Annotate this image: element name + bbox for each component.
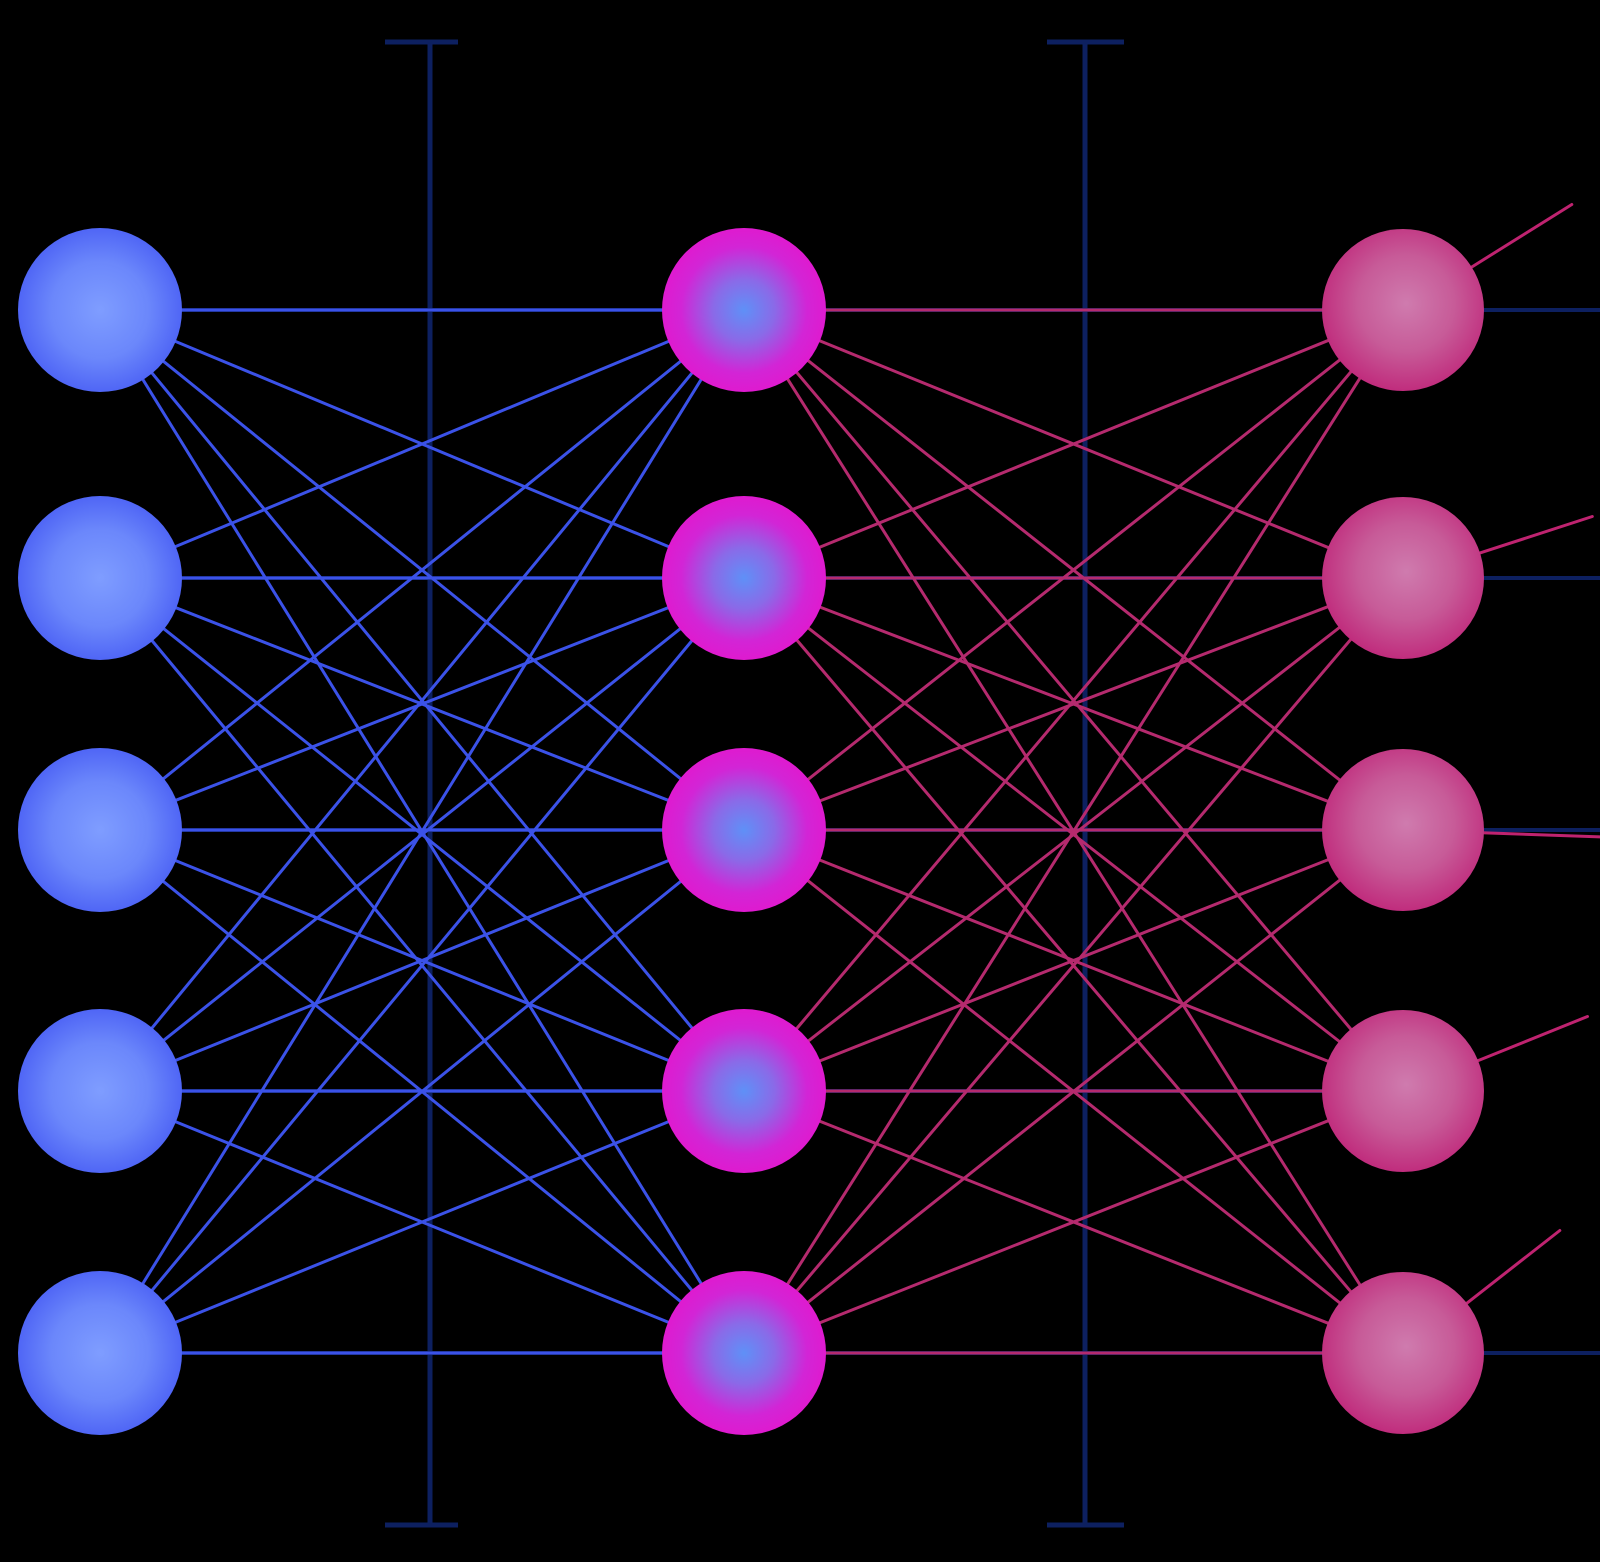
output-stub-line (1463, 1229, 1562, 1306)
output-layer-node[interactable] (1322, 229, 1484, 391)
measure-brackets (385, 39, 1124, 1528)
output-stub-line (1474, 1015, 1589, 1063)
connection-edge (794, 368, 1354, 1032)
connection-edge (172, 339, 672, 549)
connection-edge (805, 877, 1343, 1305)
connection-edge (160, 358, 684, 782)
connection-edge (817, 604, 1331, 803)
output-stub-line (1468, 203, 1574, 270)
hidden-layer-nodes (662, 228, 826, 1435)
input-layer-node[interactable] (18, 496, 182, 660)
hidden-layer-node[interactable] (662, 1009, 826, 1173)
connection-edge (173, 605, 671, 803)
input-to-hidden-edges (140, 308, 704, 1355)
connection-edge (149, 370, 695, 1031)
output-stub-lines (1463, 203, 1600, 1306)
connection-edge (785, 375, 1363, 1287)
hidden-to-output-edges (785, 308, 1363, 1355)
output-layer-node[interactable] (1322, 749, 1484, 911)
output-layer-nodes (1322, 229, 1484, 1434)
connection-edge (161, 626, 683, 1043)
output-layer-node[interactable] (1322, 497, 1484, 659)
connection-edge (140, 376, 704, 1287)
output-stub-line (1476, 515, 1594, 556)
connection-edge (794, 636, 1354, 1294)
output-layer-node[interactable] (1322, 1272, 1484, 1434)
hidden-layer-node[interactable] (662, 496, 826, 660)
input-layer-nodes (18, 228, 182, 1435)
input-layer-node[interactable] (18, 1271, 182, 1435)
connection-edge (172, 858, 672, 1063)
hidden-layer-node[interactable] (662, 1271, 826, 1435)
connection-edge (816, 1118, 1332, 1325)
connection-edge (805, 357, 1343, 782)
connection-edge (805, 625, 1343, 1044)
connection-edge (816, 857, 1332, 1063)
output-layer-node[interactable] (1322, 1010, 1484, 1172)
output-stub-line (1480, 831, 1600, 839)
connection-edge (816, 338, 1332, 550)
input-layer-node[interactable] (18, 1009, 182, 1173)
connection-edge (149, 638, 695, 1293)
connection-edge (172, 1119, 672, 1325)
hidden-layer-node[interactable] (662, 228, 826, 392)
connection-edge (160, 878, 684, 1305)
input-layer-node[interactable] (18, 748, 182, 912)
input-layer-node[interactable] (18, 228, 182, 392)
hidden-layer-node[interactable] (662, 748, 826, 912)
